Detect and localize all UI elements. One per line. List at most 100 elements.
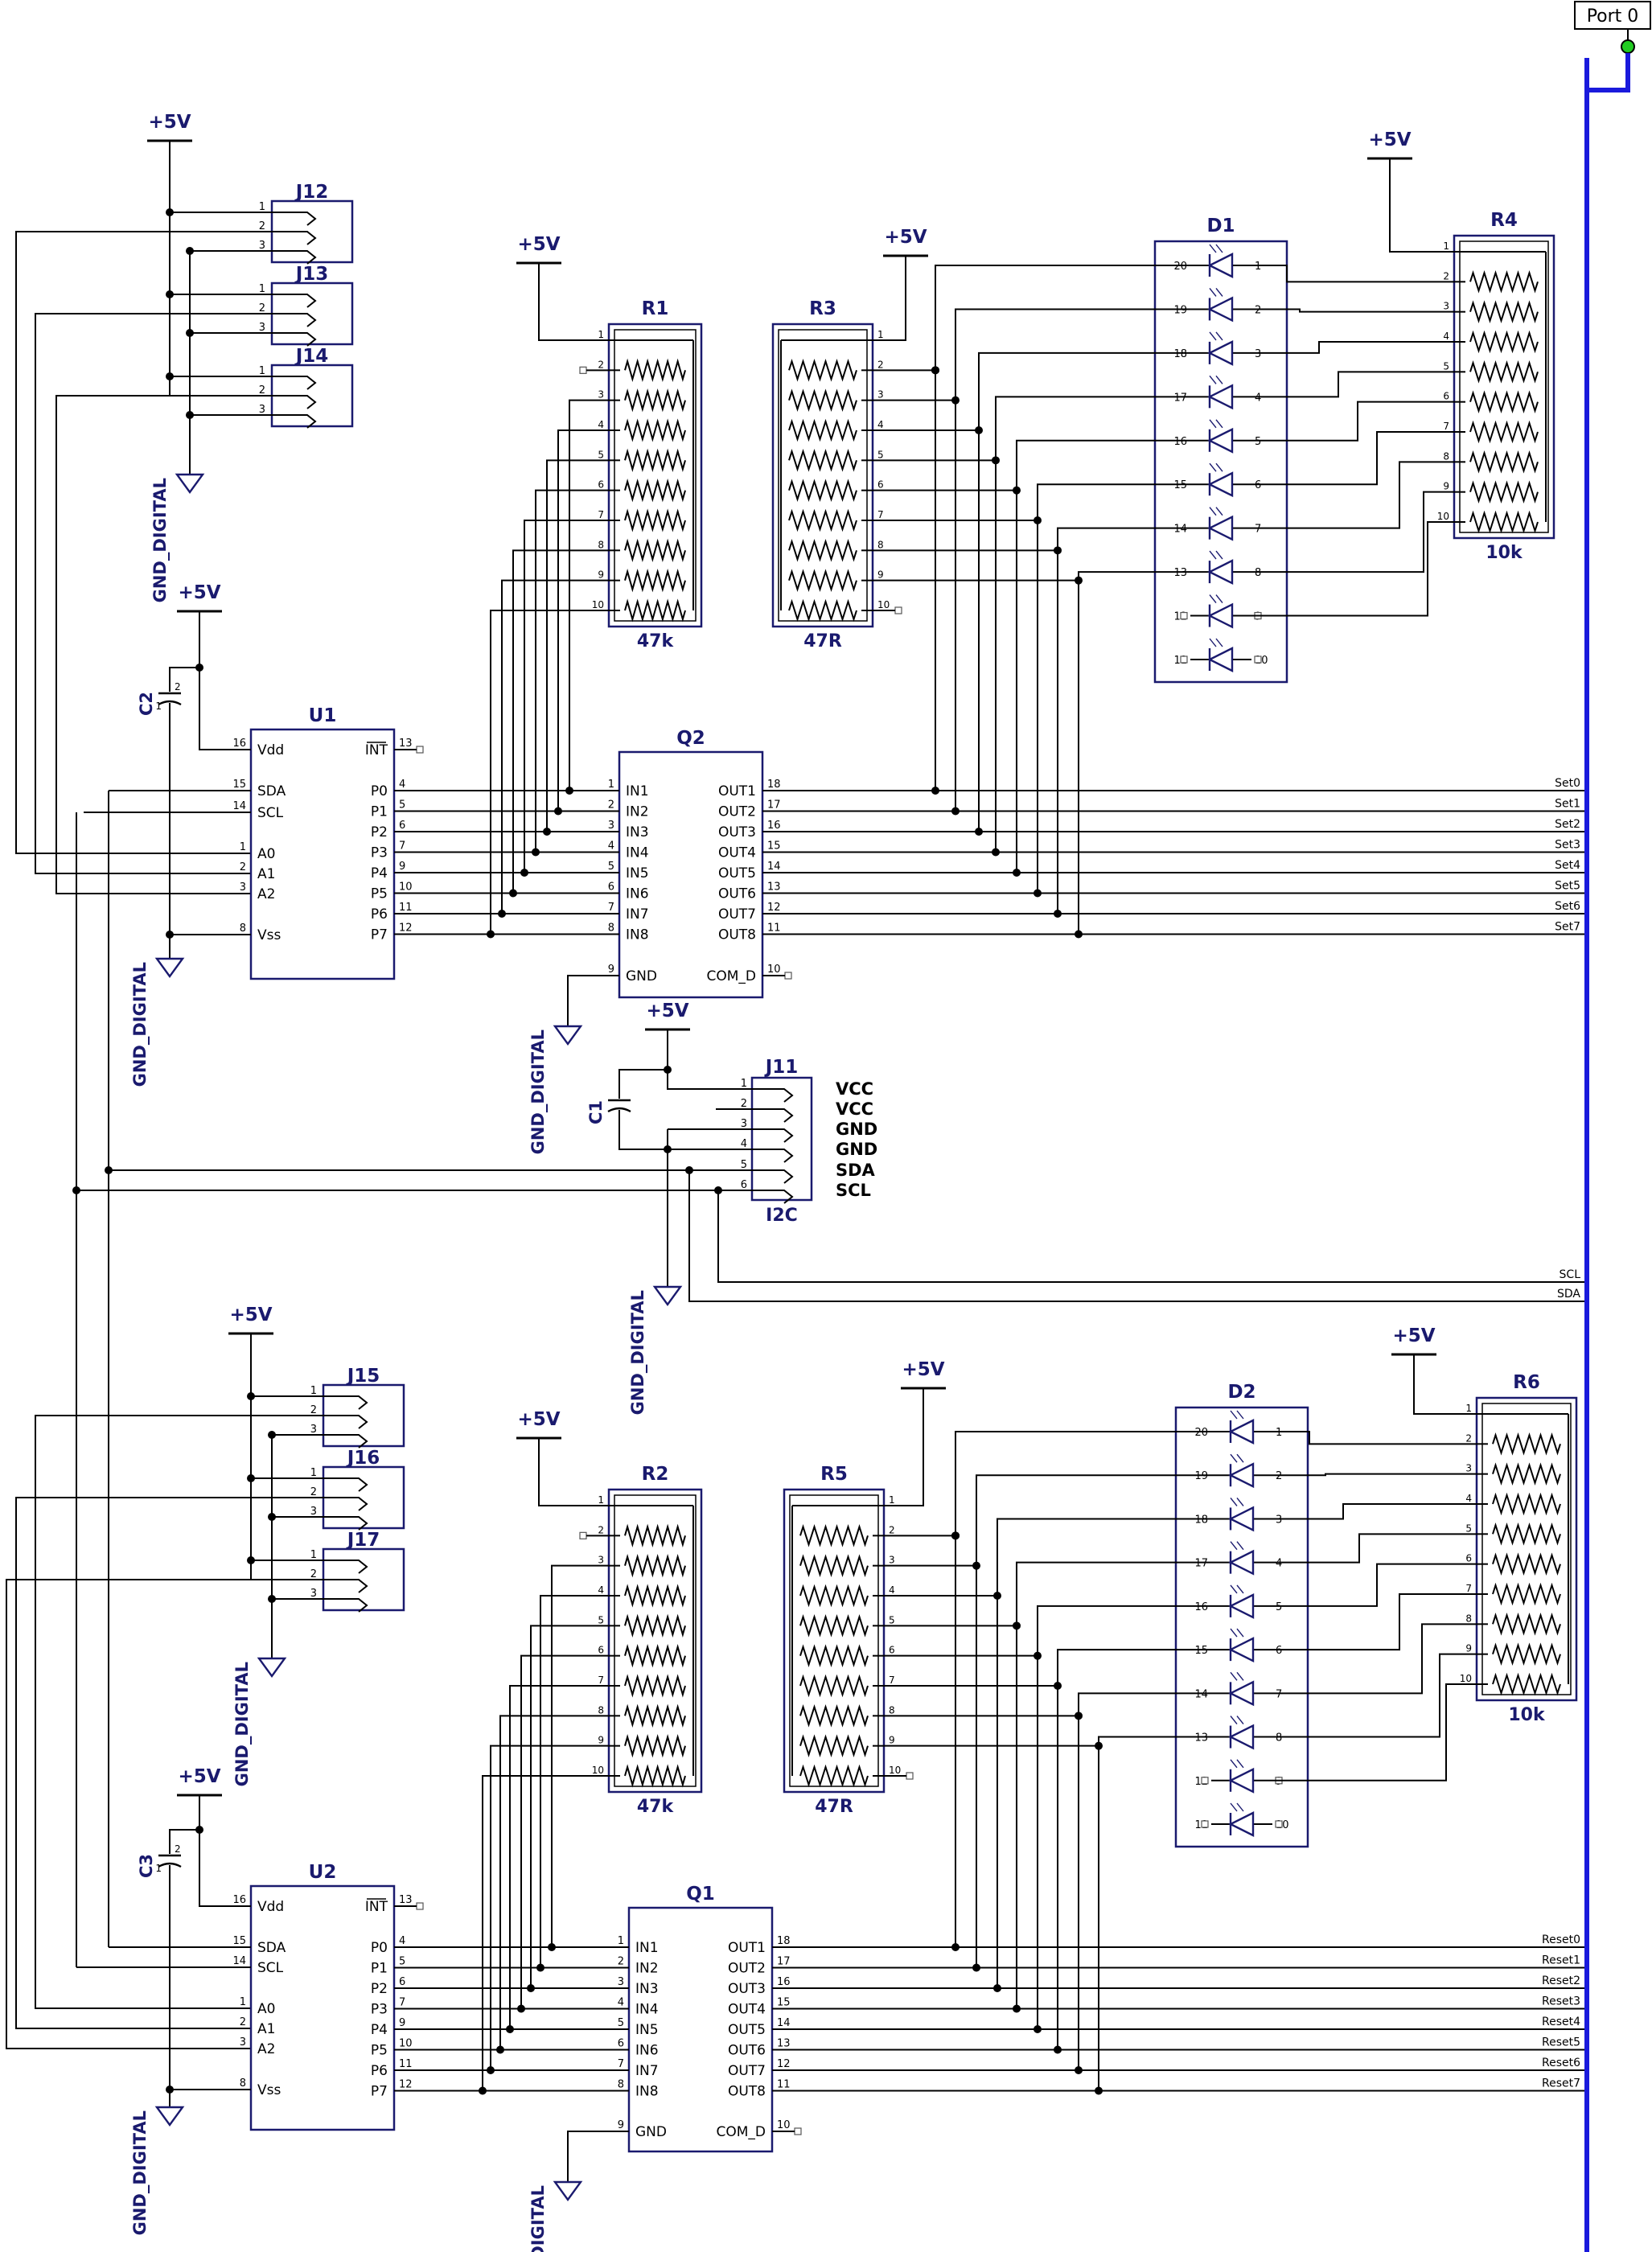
pin-number: 4 [598,419,604,430]
i2c-header-body [750,1076,813,1202]
pin-number: 15 [777,1997,791,2009]
pin-number: 1 [1276,1427,1282,1439]
jumper-contact [323,1516,368,1531]
bus-signal-label: Reset4 [1542,2016,1580,2028]
pin-number: 1 [240,1996,246,2008]
wire [1236,1671,1244,1681]
bus-signal-label: Reset5 [1542,2036,1580,2049]
pin-number: 9 [1465,1643,1472,1654]
junction-dot [247,1556,255,1564]
pin-number: 1 [608,779,614,791]
jumper-ref: J15 [346,1366,380,1387]
wire [618,1034,668,1099]
junction-dot [186,329,194,337]
no-connect [1254,655,1262,664]
pin-number: 6 [598,1645,604,1656]
led-diode [1228,1419,1255,1444]
pin-number: 1 [618,1935,624,1947]
pin-number: 8 [598,539,604,550]
pin-name: OUT8 [728,2084,766,2100]
ground-symbol [553,2180,583,2202]
header-contact [752,1088,794,1103]
pin-name: IN4 [626,845,649,861]
wire [1230,1716,1238,1724]
pin-number: 2 [310,1486,317,1498]
pin-number: 11 [399,2058,413,2070]
pin-number: 9 [399,2017,405,2029]
pin-number: 3 [889,1555,895,1566]
pin-name: P7 [371,927,388,943]
wire [1230,1498,1238,1506]
wire [1251,431,1454,486]
wire [1230,1628,1238,1638]
pin-number: 2 [175,681,181,692]
pin-number: 16 [777,1976,791,1988]
no-connect [1180,655,1188,664]
ic-ref: Q1 [686,1884,715,1905]
pin-number: 8 [618,2079,624,2091]
pin-number: 9 [608,964,614,976]
resistor-zigzag [1492,1432,1561,1456]
led-diode [1228,1680,1255,1707]
resistor-value: 10k [1508,1705,1546,1725]
no-connect [1201,1820,1209,1828]
resistor-zigzag [1469,510,1539,534]
resistor-network-frame [778,329,868,622]
resistor-network-frame [789,1494,879,1787]
pin-number: 17 [1194,1558,1208,1570]
pin-number: 7 [889,1675,895,1686]
pin-number: 3 [310,1506,317,1518]
resistor-zigzag [624,508,686,532]
pin-number: 10 [592,599,604,610]
pin-name: P5 [371,2043,388,2059]
resistor-zigzag [788,569,857,592]
pin-number: 3 [741,1118,747,1130]
pin-number: 14 [767,861,781,873]
no-connect [906,1772,914,1780]
jumper-contact [272,376,317,390]
junction-dot [951,1531,960,1540]
pin-number: 13 [777,2038,791,2050]
pin-name: A2 [257,2041,275,2057]
wire [569,399,609,791]
vcc-label: +5V [1368,129,1411,150]
pin-number: 14 [777,2017,791,2029]
header-contact [752,1149,794,1163]
pin-number: 14 [232,800,246,812]
wire [169,2089,251,2107]
resistor-zigzag [624,1584,686,1608]
no-connect [1180,611,1188,620]
junction-dot [268,1595,276,1603]
ground-symbol [154,2106,185,2127]
wire [169,1829,199,1854]
pin-number: 4 [1465,1493,1472,1504]
wire [1215,507,1223,516]
wire [1215,638,1223,647]
wire [1236,1716,1244,1724]
no-connect [1275,1820,1283,1828]
led-diode [1228,1462,1255,1489]
pin-number: 1 [741,1078,747,1090]
pin-number: 2 [310,1404,317,1416]
wire [1016,1561,1211,1626]
bus-signal-label: Set6 [1555,900,1580,913]
ic-ref: U2 [309,1862,337,1883]
pin-number: 10 [1437,511,1449,522]
pin-number: 12 [777,2058,791,2070]
wire [873,549,1058,914]
led-diode [1207,339,1234,366]
resistor-ref: R1 [642,298,669,319]
port-connector-dot [1621,39,1635,54]
bus-signal-label: Set0 [1555,777,1580,790]
pin-name: P7 [371,2084,388,2100]
wire [6,1579,323,2049]
wire [978,351,1190,430]
pin-number: 8 [877,539,884,550]
wire [1251,521,1454,617]
jumper-contact [323,1434,368,1449]
wire [15,1497,323,2029]
wire [1057,527,1190,551]
pin-number: 1 [598,1494,604,1506]
pin-name: A1 [257,2021,275,2037]
resistor-zigzag [1492,1582,1561,1606]
